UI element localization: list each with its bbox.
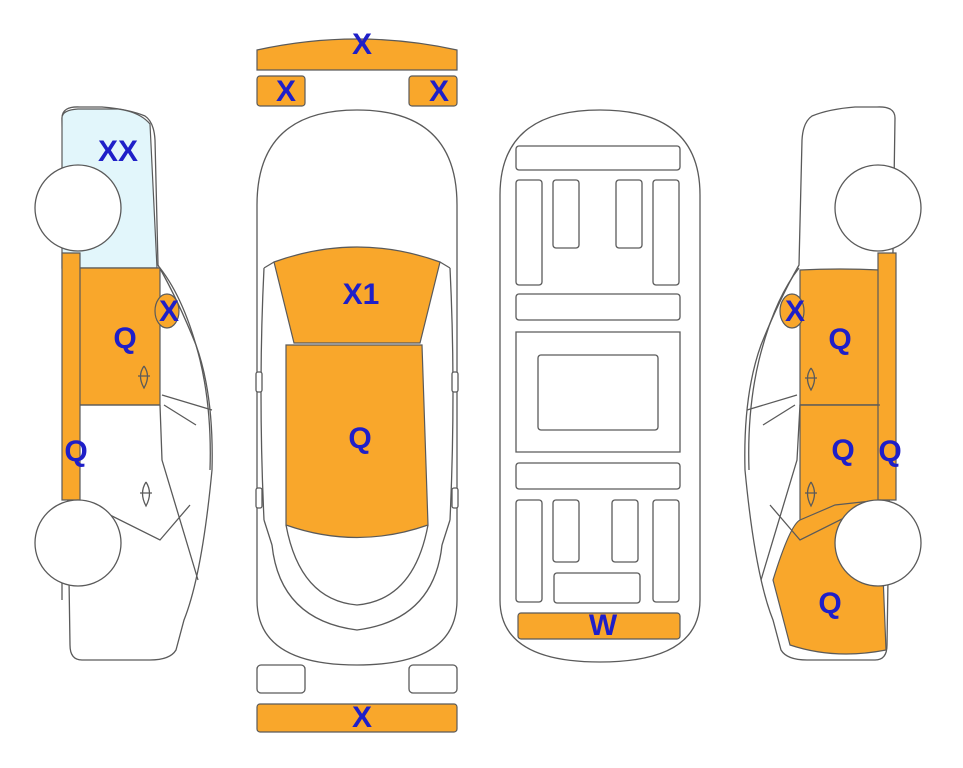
right-door-handle-front bbox=[805, 367, 817, 392]
underbody-view bbox=[499, 109, 701, 663]
underbody-cross-rear bbox=[515, 462, 681, 490]
right-mirror-panel[interactable] bbox=[779, 293, 805, 329]
left-door-handle-front bbox=[138, 365, 150, 390]
right-door-handle-rear bbox=[805, 481, 817, 508]
left-door-handle-rear bbox=[140, 481, 152, 508]
windshield-code: XX bbox=[98, 135, 138, 168]
underbody-front-right-rail bbox=[652, 179, 680, 286]
underbody-front-left-rail bbox=[515, 179, 543, 286]
left-rocker-code: Q bbox=[64, 435, 87, 468]
left-front-door-code: Q bbox=[113, 322, 136, 355]
top-view bbox=[255, 109, 459, 694]
front-left-light-panel[interactable] bbox=[256, 75, 306, 107]
underbody-front-inner-right bbox=[615, 179, 643, 249]
rear-bumper-panel[interactable] bbox=[256, 703, 458, 733]
front-right-light-code: X bbox=[429, 75, 449, 108]
underbody-rear-plate bbox=[553, 572, 641, 604]
right-side-lines bbox=[746, 267, 881, 581]
right-rear-door-code: Q bbox=[831, 434, 854, 467]
right-front-door-code: Q bbox=[828, 323, 851, 356]
roof-code: Q bbox=[348, 422, 371, 455]
rear-bumper-code: X bbox=[352, 701, 372, 734]
front-right-light-panel[interactable] bbox=[408, 75, 458, 107]
right-rocker-panel[interactable] bbox=[877, 252, 897, 501]
front-left-light-code: X bbox=[276, 75, 296, 108]
right-front-wheel bbox=[834, 164, 922, 252]
right-mirror-code: X bbox=[785, 295, 805, 328]
right-rear-quarter-code: Q bbox=[818, 587, 841, 620]
underbody-rear-inner-right bbox=[611, 499, 639, 563]
left-side-lines bbox=[61, 267, 213, 600]
rear-right-light bbox=[408, 664, 458, 694]
front-bumper-code: X bbox=[352, 28, 372, 61]
underbody-cross-front bbox=[515, 293, 681, 321]
top-right-rear-stub bbox=[451, 487, 459, 509]
left-mirror-panel[interactable] bbox=[154, 293, 180, 329]
right-side-view bbox=[744, 106, 922, 661]
underbody-center-plate bbox=[537, 354, 659, 431]
underbody-front-inner-left bbox=[552, 179, 580, 249]
left-front-wheel bbox=[34, 164, 122, 252]
front-bumper-panel[interactable] bbox=[256, 38, 458, 71]
left-side-view bbox=[34, 106, 213, 661]
top-left-rear-stub bbox=[255, 487, 263, 509]
underbody-rear-left-rail bbox=[515, 499, 543, 603]
underbody-rear-inner-left bbox=[552, 499, 580, 563]
underbody-rear-panel[interactable] bbox=[517, 612, 681, 640]
hood-panel[interactable] bbox=[273, 246, 441, 344]
left-rear-wheel bbox=[34, 499, 122, 587]
hood-code: X1 bbox=[343, 278, 380, 311]
right-rocker-code: Q bbox=[878, 435, 901, 468]
underbody-rear-code: W bbox=[589, 609, 618, 642]
underbody-rear-right-rail bbox=[652, 499, 680, 603]
top-left-mirror-stub bbox=[255, 371, 263, 393]
left-mirror-code: X bbox=[159, 295, 179, 328]
right-rear-wheel bbox=[834, 499, 922, 587]
top-right-mirror-stub bbox=[451, 371, 459, 393]
underbody-front-bar bbox=[515, 145, 681, 171]
rear-left-light bbox=[256, 664, 306, 694]
